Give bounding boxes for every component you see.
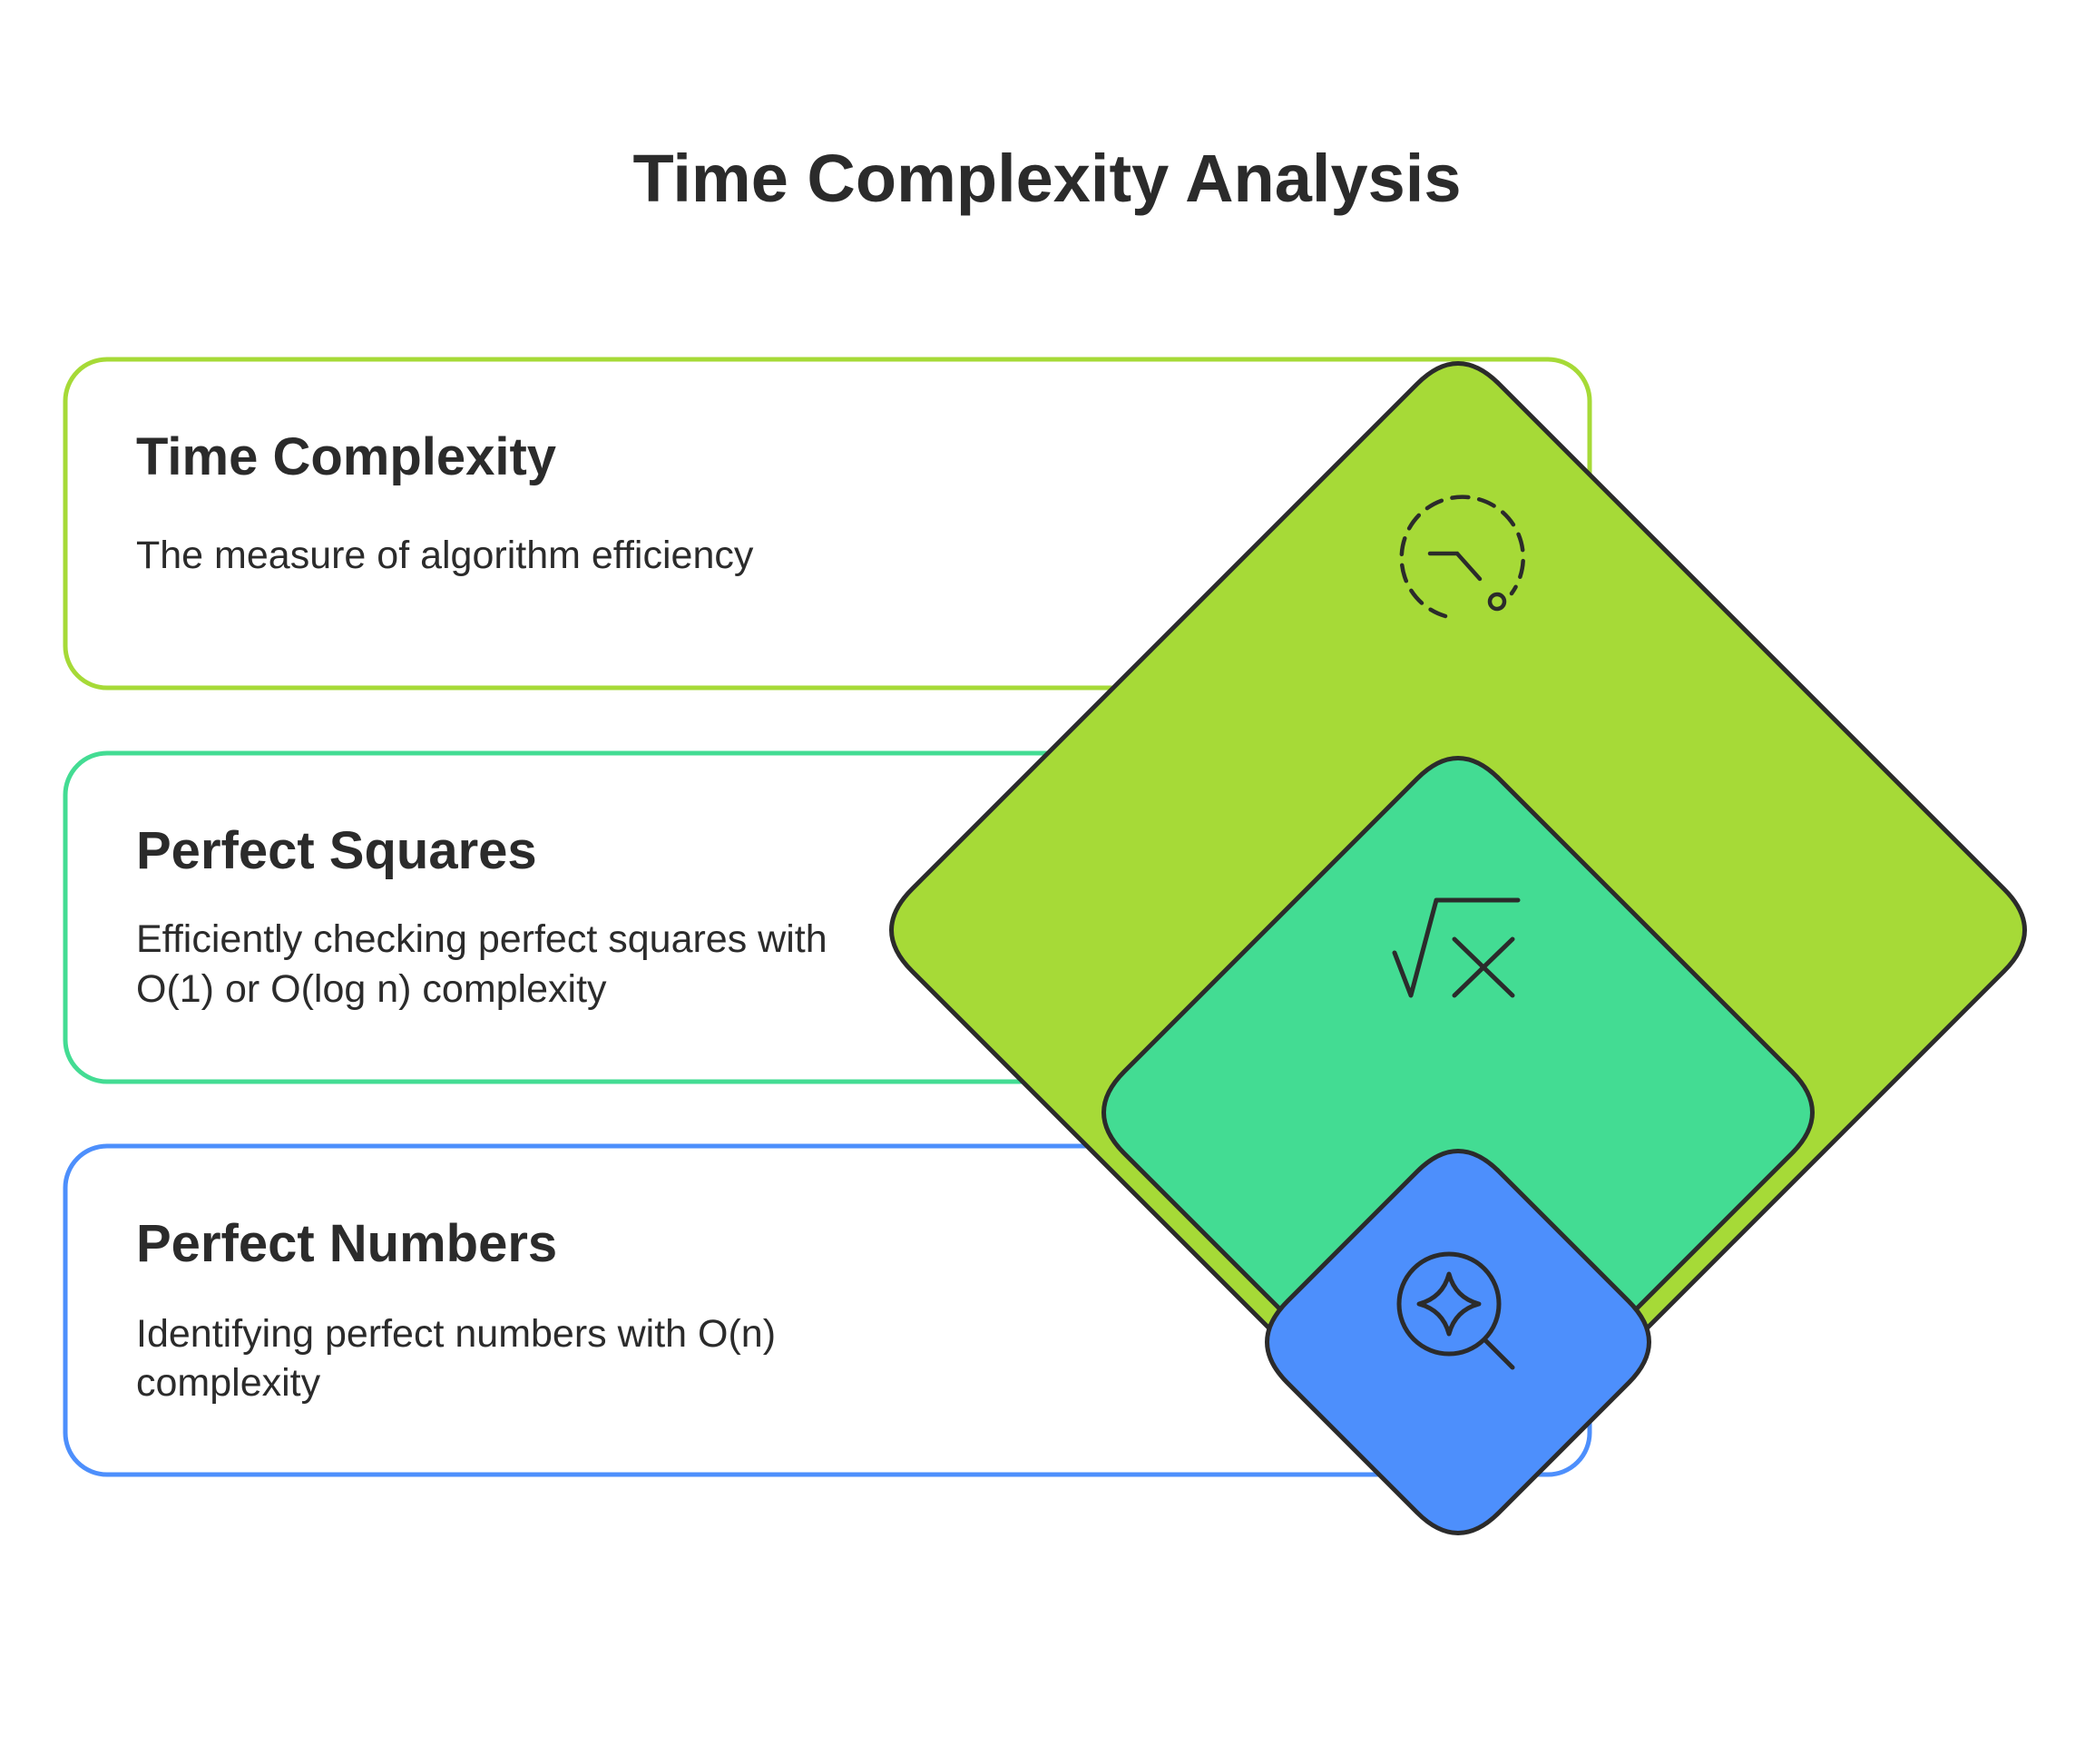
- page-title: Time Complexity Analysis: [632, 141, 1461, 216]
- square-root-icon: [1392, 897, 1521, 998]
- card-desc-line-1: The measure of algorithm efficiency: [136, 534, 754, 577]
- diamond-small: [1265, 1149, 1651, 1535]
- card-desc-line-2: complexity: [136, 1361, 321, 1405]
- card-title: Time Complexity: [136, 427, 556, 486]
- magnify-sparkle-icon: [1396, 1251, 1515, 1370]
- card-title: Perfect Squares: [136, 821, 537, 880]
- clock-dashed-icon: [1399, 495, 1525, 619]
- card-title: Perfect Numbers: [136, 1214, 557, 1273]
- card-desc-line-1: Identifying perfect numbers with O(n): [136, 1312, 776, 1356]
- card-desc-line-2: O(1) or O(log n) complexity: [136, 967, 607, 1011]
- card-desc-line-1: Efficiently checking perfect squares wit…: [136, 917, 827, 961]
